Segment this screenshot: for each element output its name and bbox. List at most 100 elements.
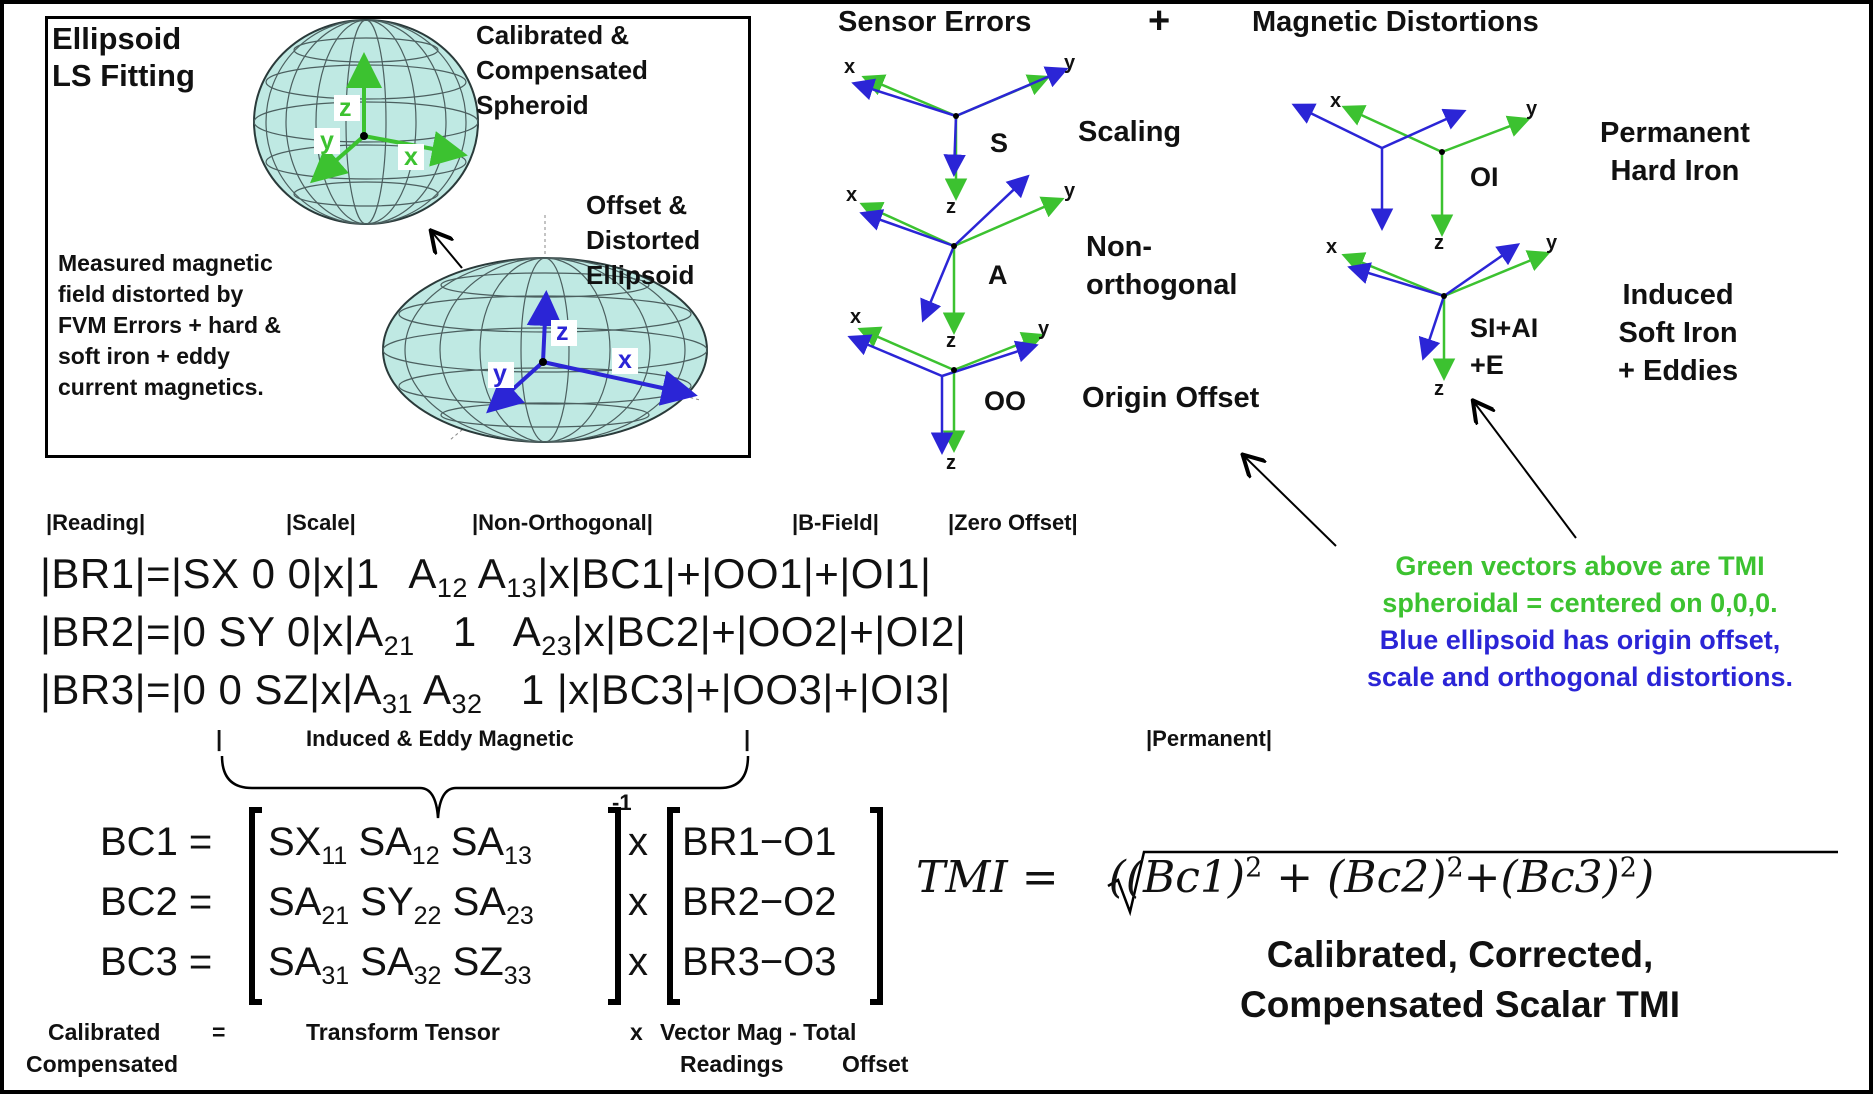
distorted-ellipsoid (382, 215, 708, 443)
exponent: 2 (1446, 852, 1464, 884)
row3-one: 1 (520, 666, 545, 713)
tmi-close: ) (1636, 852, 1655, 903)
brace-right-bar: | (744, 726, 751, 751)
oi-frame-y: y (1526, 98, 1538, 120)
origin-offset-symbol: OO (984, 386, 1027, 416)
matrix-row-3: |BR3|=|0 0 SZ|x|A31 A32 1 |x|BC3|+|OO3|+… (40, 660, 951, 719)
oi-frame-x: x (1330, 90, 1342, 112)
offset-vector: BR1−O1 BR2−O2 BR3−O3 (682, 812, 837, 992)
label-line: Soft Iron (1618, 317, 1738, 349)
label-line: Spheroid (476, 90, 589, 120)
s-frame-z: z (946, 196, 956, 218)
hard-iron-symbol: OI (1470, 162, 1499, 192)
ellipsoid-axis-x: x (618, 346, 632, 374)
measured-field-caption: Measured magnetic field distorted by FVM… (58, 248, 281, 403)
row3-right: |x|BC3|+|OO3|+|OI3| (556, 666, 951, 713)
si-frame-z: z (1434, 378, 1444, 400)
plus-sign: + (1148, 0, 1171, 42)
offset-ellipsoid-label: Offset & Distorted Ellipsoid (586, 188, 700, 293)
row2-a23: A23 (513, 608, 573, 660)
tmi-term: +(Bc3) (1463, 852, 1620, 903)
inset-title-line: Ellipsoid (52, 21, 182, 56)
oi-frame-z: z (1434, 232, 1444, 254)
tensor-row: SA31 SA32 SZ33 (268, 932, 534, 992)
caption-line: soft iron + eddy (58, 343, 230, 369)
header-non-orthogonal: |Non-Orthogonal| (472, 510, 653, 535)
non-orthogonal-symbol: A (988, 260, 1008, 290)
a-frame-z: z (946, 330, 956, 352)
note-blue-line: Blue ellipsoid has origin offset, (1379, 625, 1781, 655)
label-line: orthogonal (1086, 269, 1238, 301)
caption-line: current magnetics. (58, 374, 264, 400)
origin-offset-frame (847, 326, 1045, 455)
si-frame-y: y (1546, 232, 1558, 254)
transform-tensor-matrix: SX11 SA12 SA13 SA21 SY22 SA23 SA31 SA32 … (268, 812, 534, 992)
bc1-label: BC1 = (100, 820, 213, 864)
scaling-symbol: S (990, 128, 1009, 158)
row1-a12: A12 (392, 544, 468, 603)
soft-iron-frame (1341, 243, 1551, 381)
sensor-errors-heading: Sensor Errors (838, 6, 1032, 38)
header-induced-eddy: Induced & Eddy Magnetic (306, 726, 574, 751)
sphere-axis-y: y (320, 127, 334, 155)
tmi-lhs: TMI = (916, 852, 1073, 903)
tensor-row: SX11 SA12 SA13 (268, 812, 534, 872)
matrix-row-1: |BR1|=|SX 0 0|x|1 A12 A13|x|BC1|+|OO1|+|… (40, 544, 931, 603)
multiply-column: x x x (628, 812, 648, 992)
note-arrow-soft-iron (1474, 402, 1577, 539)
brace-left-bar: | (216, 726, 223, 751)
row1-a13: A13 (477, 550, 538, 602)
row2-one: 1 (452, 608, 477, 655)
term: A (422, 666, 452, 713)
s-frame-y: y (1064, 52, 1076, 74)
term: SA (452, 880, 506, 924)
subscript: 23 (505, 902, 534, 930)
label-line: Non- (1086, 231, 1153, 263)
tmi-term: + (Bc2) (1262, 852, 1447, 903)
oo-frame-y: y (1038, 318, 1050, 340)
term: SX (268, 820, 322, 864)
term: SA (268, 880, 322, 924)
label-line: Hard Iron (1610, 155, 1740, 187)
label-line: SI+AI (1470, 313, 1539, 343)
sphere-axis-z: z (339, 94, 352, 122)
inset-title-line: LS Fitting (52, 58, 195, 93)
inset-title: Ellipsoid LS Fitting (52, 20, 195, 94)
bc-lhs: BC1 = BC2 = BC3 = (100, 812, 212, 992)
subscript: 21 (321, 902, 350, 930)
vector-entry: BR1−O1 (682, 820, 837, 864)
a-frame-x: x (846, 184, 858, 206)
note-blue-line: scale and orthogonal distortions. (1366, 662, 1794, 692)
footer-readings: Readings (680, 1051, 784, 1077)
hard-iron-label: Permanent Hard Iron (1600, 114, 1750, 190)
term: SY (360, 880, 414, 924)
ellipsoid-fitting-panel (45, 16, 751, 458)
subscript: 33 (503, 962, 532, 990)
subscript: 32 (413, 962, 442, 990)
tmi-caption: Calibrated, Corrected, Compensated Scala… (1200, 930, 1720, 1030)
tensor-brackets (249, 807, 883, 1005)
subscript: 13 (506, 573, 538, 603)
term: A (408, 550, 437, 597)
non-orthogonal-label: Non- orthogonal (1086, 228, 1237, 304)
times-sign: x (628, 940, 648, 984)
origin-offset-label: Origin Offset (1082, 382, 1260, 414)
bc3-label: BC3 = (100, 940, 213, 984)
header-reading: |Reading| (46, 510, 146, 535)
caption-line: FVM Errors + hard & (58, 312, 282, 338)
si-frame-x: x (1326, 236, 1338, 258)
s-frame-x: x (844, 56, 856, 78)
oo-frame-z: z (946, 452, 956, 474)
header-zero-offset: |Zero Offset| (948, 510, 1078, 535)
header-permanent: |Permanent| (1146, 726, 1273, 751)
caption-line: field distorted by (58, 281, 244, 307)
ellipsoid-axis-z: z (556, 318, 569, 346)
subscript: 12 (436, 573, 468, 603)
subscript: 23 (541, 631, 573, 661)
subscript: 31 (321, 962, 350, 990)
caption-line: Compensated Scalar TMI (1239, 984, 1680, 1025)
subscript: 22 (413, 902, 442, 930)
term: A (477, 550, 507, 597)
footer-equals: = (212, 1019, 226, 1045)
fit-arrow (432, 232, 463, 269)
